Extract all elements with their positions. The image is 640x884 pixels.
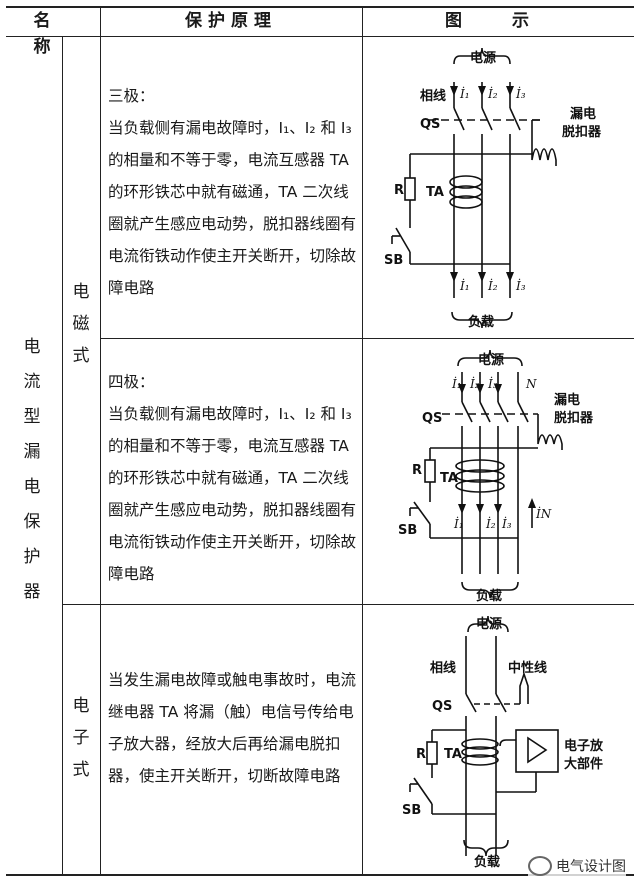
subtype-electronic: 电子式 [67, 690, 95, 786]
fig3-phase: 相线 [430, 660, 456, 676]
category-char: 漏 [23, 442, 41, 462]
fig1-phase: 相线 [420, 88, 446, 104]
fig1-i3: İ₃ [515, 86, 526, 101]
subtype-char: 电 [72, 696, 90, 716]
fig3-sb: SB [402, 803, 421, 818]
fig1-ta: TA [426, 185, 444, 200]
fig3-neutral: 中性线 [508, 660, 547, 676]
col-divider-1 [62, 37, 63, 875]
wechat-icon [528, 856, 552, 876]
fig2-leak: 漏电 [554, 392, 580, 408]
fig3-r: R [416, 747, 426, 762]
fig2-i1: İ₁ [451, 376, 462, 391]
row-1-title: 三极： [108, 87, 155, 105]
electronic-diagram: 电源 相线 中性线 QS R TA SB 电子放 大部件 负载 [402, 615, 604, 870]
fig3-source: 电源 [476, 616, 502, 632]
fig2-qs: QS [422, 411, 442, 426]
fig1-out-i1: İ₁ [459, 278, 470, 293]
row-divider-1 [100, 338, 634, 339]
fig2-source: 电源 [478, 352, 504, 368]
fig2-out-i1: İ₁ [453, 516, 464, 531]
row-2-title: 四极： [108, 373, 155, 391]
fig2-i2: İ₂ [469, 376, 480, 391]
three-pole-diagram: 电源 相线 İ₁ İ₂ İ₃ QS 漏电 脱扣器 R TA SB İ₁ İ₂ İ… [384, 47, 602, 330]
table-bottom-border [6, 874, 634, 876]
fig1-out-i2: İ₂ [487, 278, 498, 293]
fig2-out-i3: İ₃ [501, 516, 512, 531]
category-char: 电 [23, 477, 41, 497]
fig2-trip: 脱扣器 [554, 410, 594, 426]
category-char: 保 [23, 512, 41, 532]
header-principle: 保护原理 [185, 11, 277, 31]
category-label: 电流型漏电保护器 [18, 330, 46, 610]
four-pole-diagram: 电源 İ₁ İ₂ İ₃ N 漏电 脱扣器 QS R TA SB İ₁ İ₂ İ₃… [398, 349, 594, 604]
fig1-source: 电源 [470, 50, 496, 66]
fig2-out-i2: İ₂ [485, 516, 496, 531]
table-top-border [6, 6, 634, 8]
row-2-text: 当负载侧有漏电故障时，I₁、I₂ 和 I₃ 的相量和不等于零，电流互感器 TA … [108, 405, 357, 583]
row-3-text: 当发生漏电故障或触电事故时，电流继电器 TA 将漏（触）电信号传给电子放大器，经… [108, 671, 357, 785]
fig3-qs: QS [432, 699, 452, 714]
fig2-sb: SB [398, 523, 417, 538]
fig1-i2: İ₂ [487, 86, 498, 101]
fig3-load: 负载 [474, 854, 500, 870]
fig2-n: N [525, 377, 537, 391]
fig1-qs: QS [420, 117, 440, 132]
category-char: 流 [23, 372, 41, 392]
header-figure: 图 示 [445, 11, 551, 31]
fig1-i1: İ₁ [459, 86, 470, 101]
subtype-char: 磁 [72, 314, 90, 334]
header-divider [6, 36, 634, 37]
category-char: 型 [23, 407, 41, 427]
row-2-description: 四极： 当负载侧有漏电故障时，I₁、I₂ 和 I₃ 的相量和不等于零，电流互感器… [108, 366, 358, 590]
row-divider-2 [62, 604, 634, 605]
watermark: 电气设计图 [528, 856, 626, 876]
subtype-char: 电 [72, 282, 90, 302]
col-divider-3 [362, 6, 363, 875]
fig1-r: R [394, 183, 404, 198]
fig3-amp2: 大部件 [564, 756, 603, 772]
row-1-description: 三极： 当负载侧有漏电故障时，I₁、I₂ 和 I₃ 的相量和不等于零，电流互感器… [108, 80, 358, 304]
fig3-ta: TA [444, 747, 462, 762]
fig1-out-i3: İ₃ [515, 278, 526, 293]
fig2-r: R [412, 463, 422, 478]
subtype-char: 子 [72, 728, 90, 748]
fig2-ta: TA [440, 471, 458, 486]
header-name: 名 称 [33, 11, 73, 57]
category-char: 电 [23, 337, 41, 357]
fig2-load: 负载 [476, 588, 502, 604]
col-divider-2 [100, 6, 101, 875]
fig1-trip: 脱扣器 [562, 124, 602, 140]
fig3-amp1: 电子放 [564, 738, 604, 754]
category-char: 器 [23, 582, 41, 602]
fig2-in: İN [535, 506, 552, 521]
fig1-load: 负载 [468, 314, 494, 330]
watermark-text: 电气设计图 [556, 859, 626, 875]
subtype-char: 式 [72, 760, 90, 780]
subtype-electromagnetic: 电磁式 [67, 276, 95, 372]
subtype-char: 式 [72, 346, 90, 366]
fig2-i3: İ₃ [487, 376, 498, 391]
fig1-sb: SB [384, 253, 403, 268]
row-1-text: 当负载侧有漏电故障时，I₁、I₂ 和 I₃ 的相量和不等于零，电流互感器 TA … [108, 119, 357, 297]
fig1-leak: 漏电 [570, 106, 596, 122]
row-3-description: 当发生漏电故障或触电事故时，电流继电器 TA 将漏（触）电信号传给电子放大器，经… [108, 664, 358, 792]
category-char: 护 [23, 547, 41, 567]
